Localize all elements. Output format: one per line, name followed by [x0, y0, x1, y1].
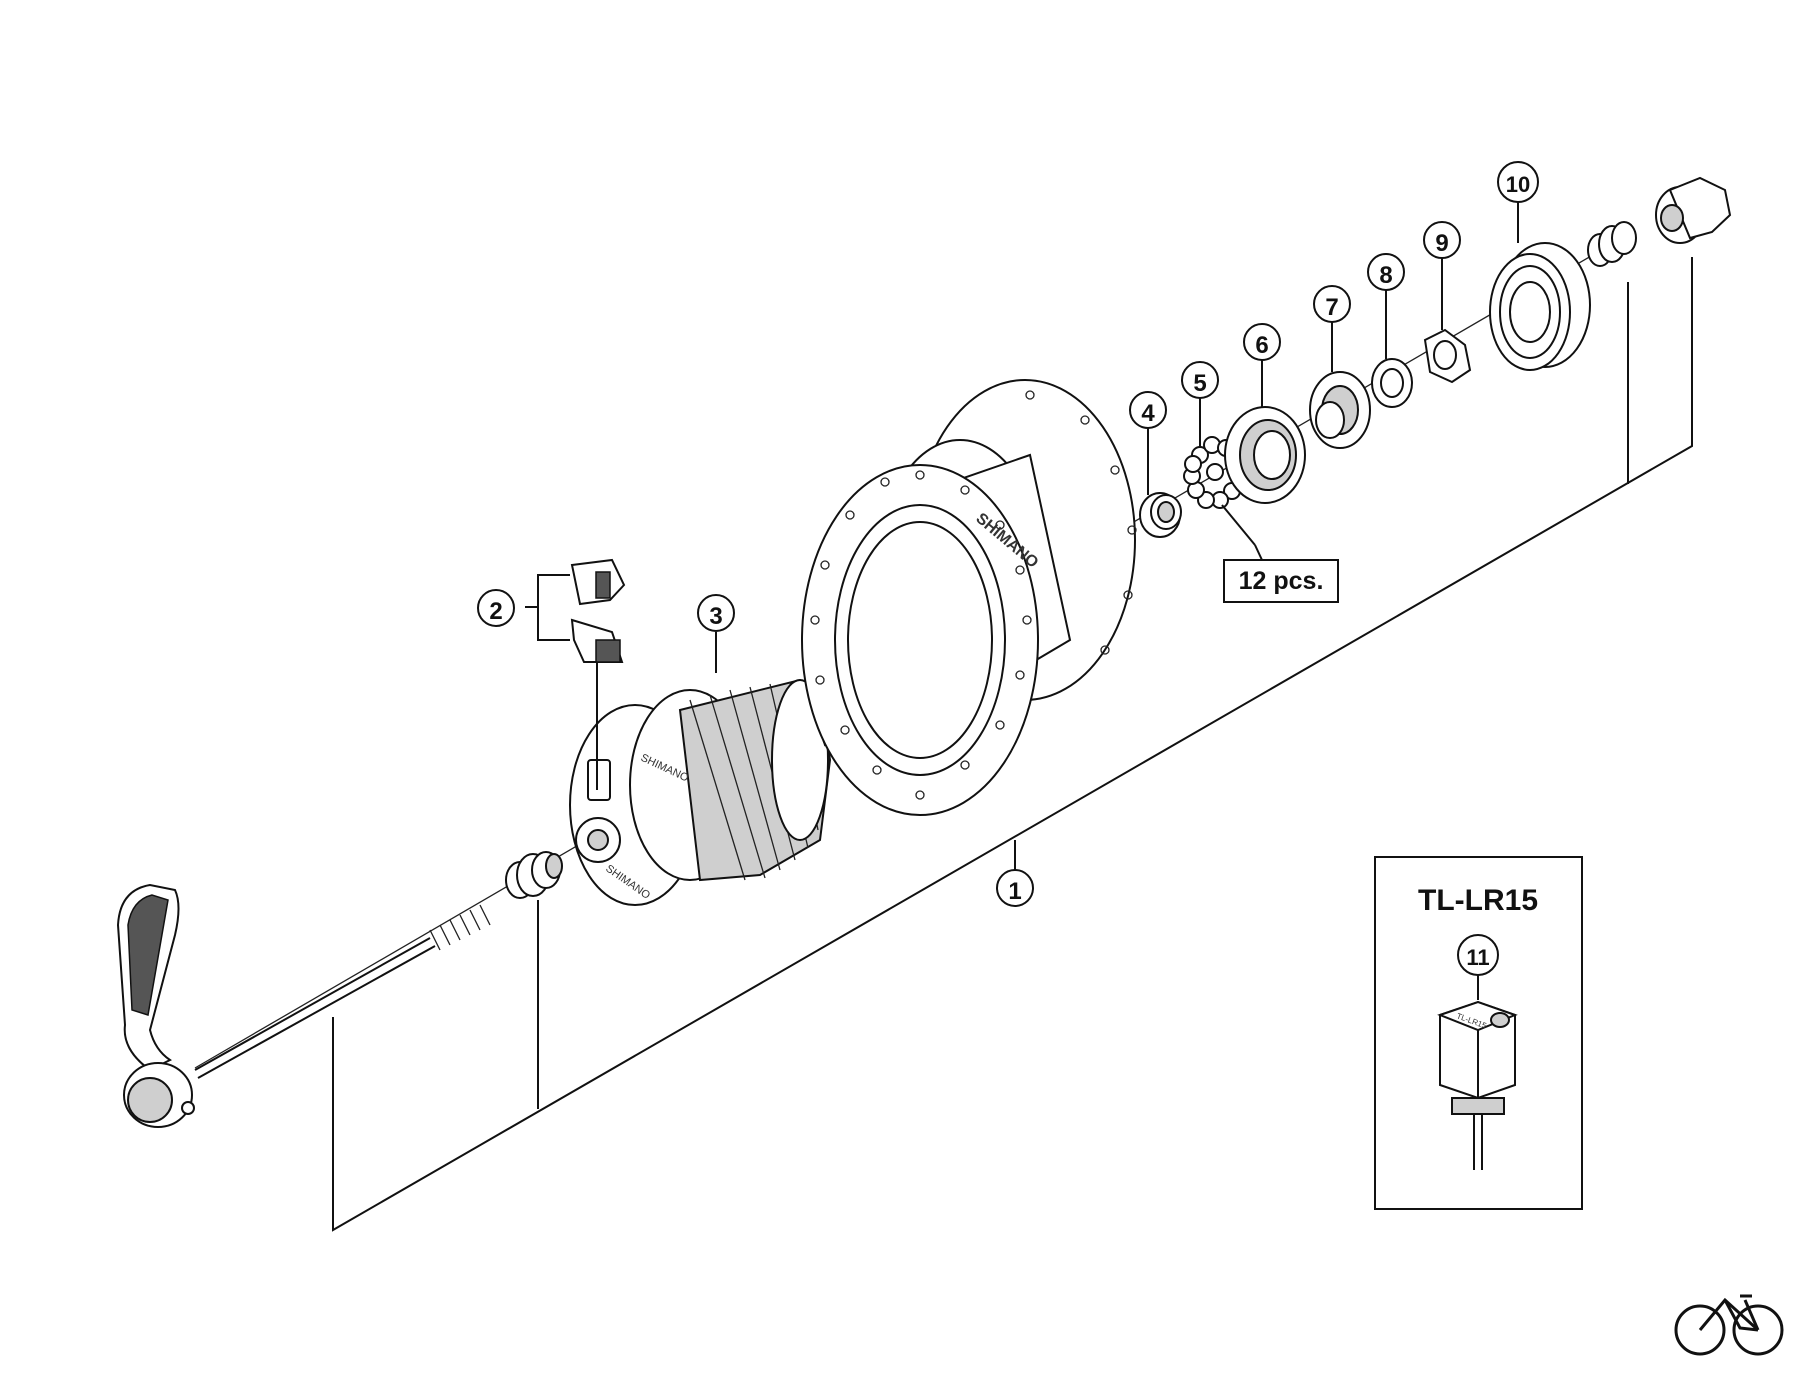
quantity-label-text: 12 pcs.	[1239, 567, 1324, 595]
tool-title: TL-LR15	[1418, 884, 1538, 917]
tool-panel: TL-LR15 11 TL-LR15	[1374, 856, 1583, 1210]
hub-cone	[1224, 406, 1306, 504]
cassette-joint-clips	[525, 558, 626, 790]
conical-spring-left	[505, 851, 563, 899]
hub-shell: SHIMANO	[801, 379, 1137, 816]
spoke-holes	[810, 390, 1137, 800]
callout-6: 6	[1255, 332, 1268, 359]
callout-2: 2	[489, 598, 502, 625]
callout-3: 3	[709, 603, 722, 630]
callout-1: 1	[1008, 878, 1021, 905]
callout-8: 8	[1379, 262, 1392, 289]
dust-cap	[1139, 492, 1182, 538]
bearing-cone	[1309, 371, 1371, 449]
skewer-thread	[429, 904, 491, 951]
callout-4: 4	[1141, 400, 1155, 427]
callout-11: 11	[1466, 945, 1489, 970]
bicycle-icon	[1674, 1294, 1784, 1356]
conical-spring-right	[1587, 221, 1637, 267]
callout-10: 10	[1506, 172, 1530, 197]
quantity-label: 12 pcs.	[1223, 544, 1339, 603]
callout-7: 7	[1325, 294, 1338, 321]
washer	[1371, 358, 1413, 408]
callout-9: 9	[1435, 230, 1448, 257]
lockring-tool: TL-LR15	[1437, 1000, 1518, 1170]
callout-5: 5	[1193, 370, 1206, 397]
lock-nut	[1423, 328, 1472, 384]
axle-nut	[1655, 176, 1732, 244]
callouts: 1 2 3 4 5 6 7 8 9 10	[477, 161, 1539, 907]
quick-release-lever	[116, 883, 491, 1128]
hub-end-cap	[1489, 242, 1591, 371]
